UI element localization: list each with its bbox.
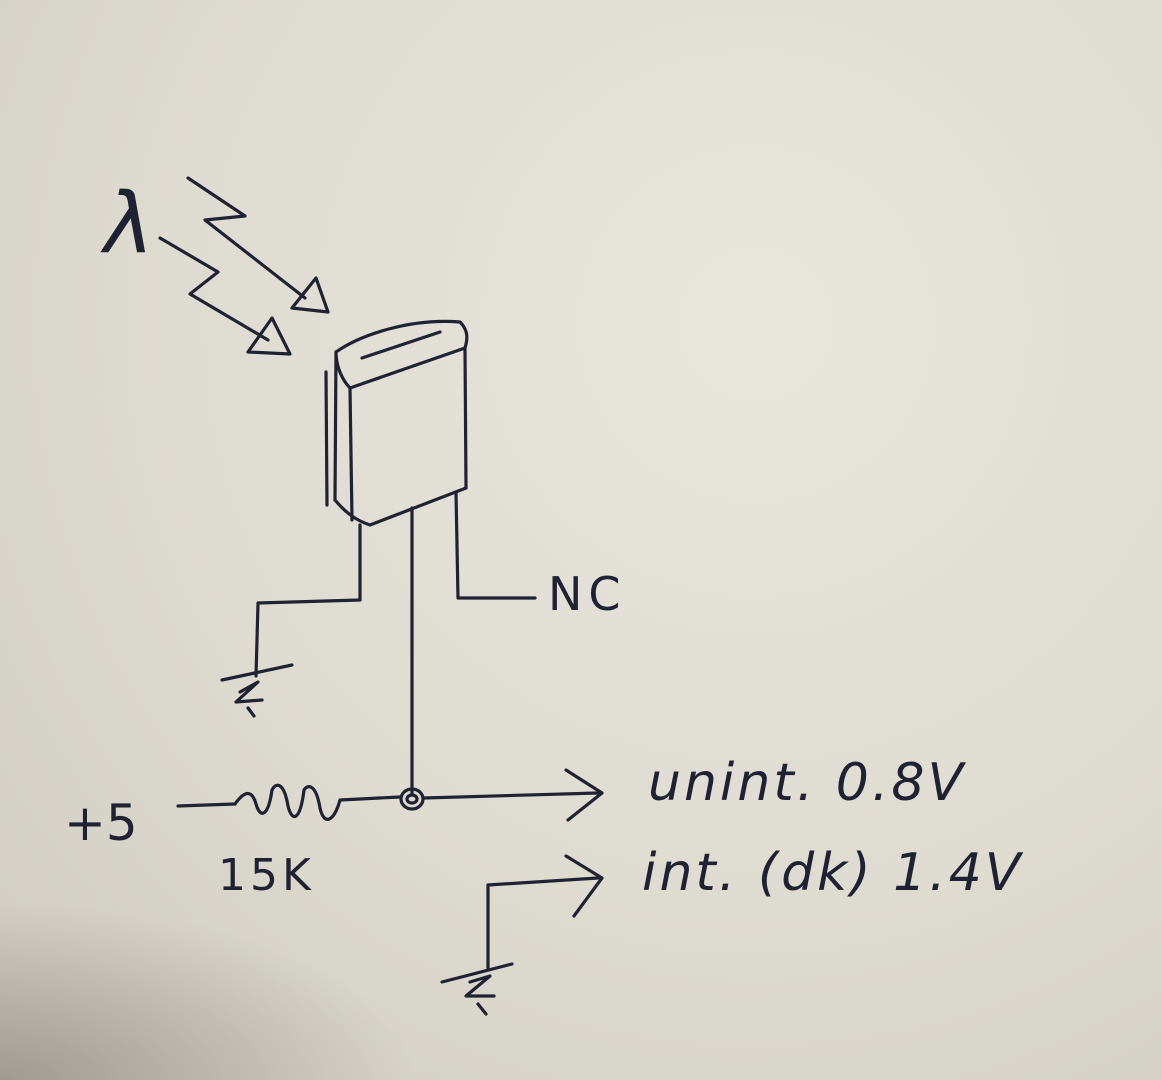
nc-lead [454,490,537,600]
light-ray-lower [158,236,292,356]
unint-voltage-label: unint. 0.8V [648,753,966,813]
ground-lead-left [254,523,362,678]
resistor-label: 15K [218,850,315,901]
nc-label: NC [548,567,627,621]
int-voltage-label: int. (dk) 1.4V [642,843,1024,903]
ground-symbol-lower [440,962,514,1016]
supply-label: +5 [64,794,138,852]
ground-symbol-upper [220,663,294,718]
phototransistor-body [324,319,469,527]
supply-wire [176,802,237,808]
lambda-symbol: λ [100,174,154,272]
light-ray-upper [186,176,330,314]
resistor-15k [233,783,402,821]
output-arrow-lower [486,854,604,972]
output-arrow-upper [422,768,604,822]
